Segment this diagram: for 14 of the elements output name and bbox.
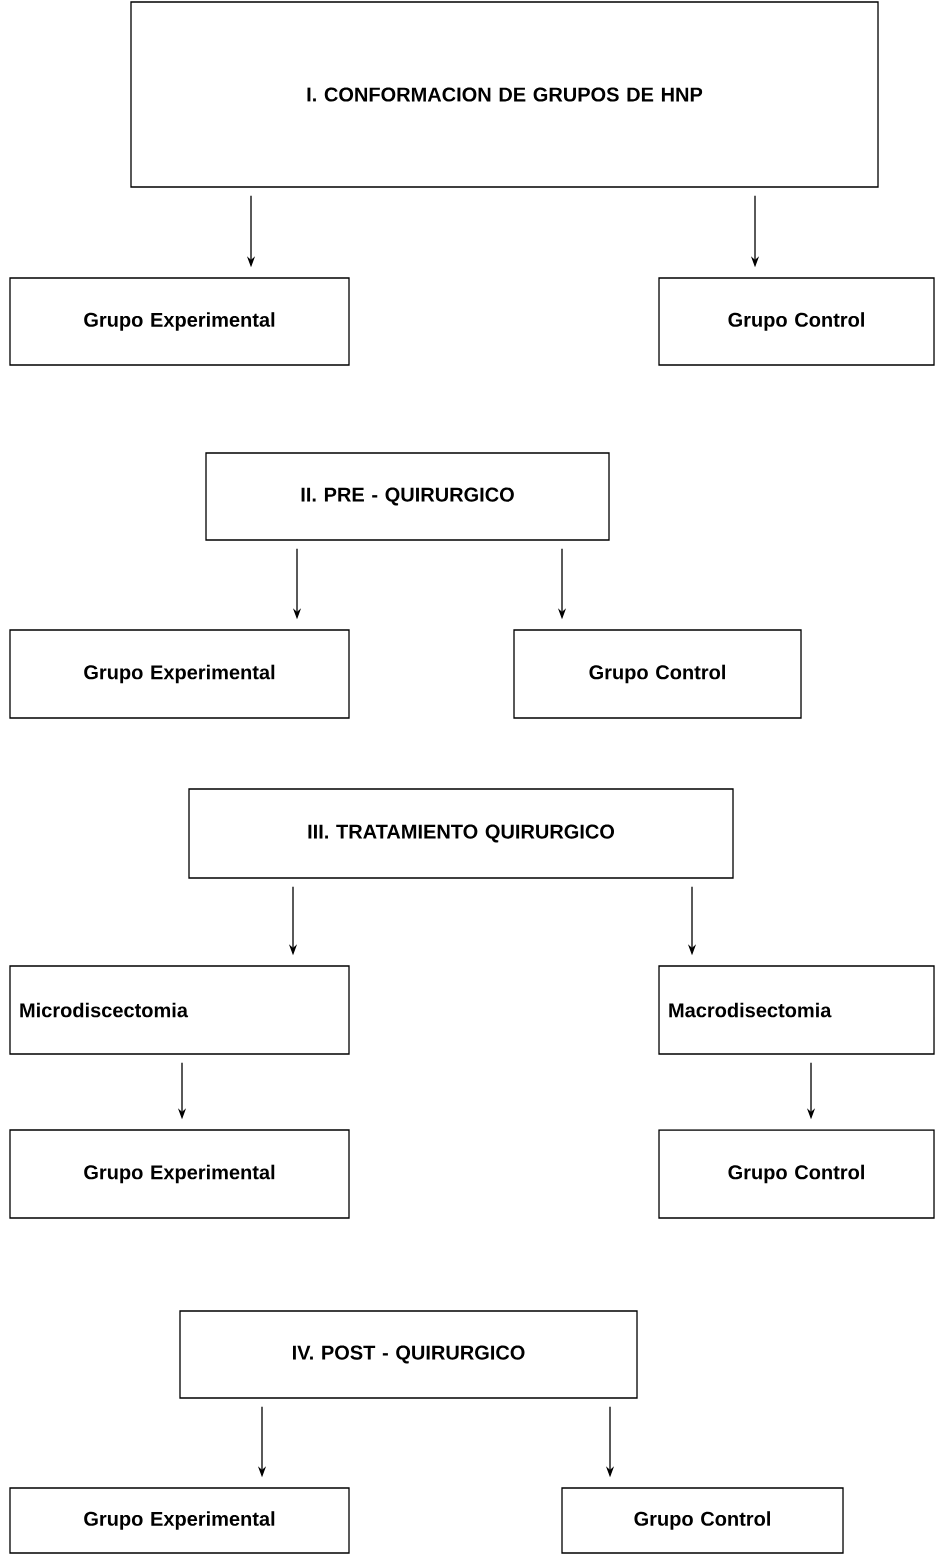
process-box: III. TRATAMIENTO QUIRURGICO [188, 788, 734, 879]
process-box: Grupo Experimental [9, 1129, 350, 1219]
process-box: Grupo Control [561, 1487, 844, 1554]
process-box: II. PRE - QUIRURGICO [205, 452, 610, 541]
process-box: IV. POST - QUIRURGICO [179, 1310, 638, 1399]
process-box: Microdiscectomia [9, 965, 350, 1055]
process-box: Grupo Experimental [9, 277, 350, 366]
process-box: Grupo Experimental [9, 1487, 350, 1554]
process-box: I. CONFORMACION DE GRUPOS DE HNP [130, 1, 879, 188]
process-box: Grupo Control [658, 1129, 935, 1219]
process-box: Grupo Control [513, 629, 802, 719]
process-box: Grupo Control [658, 277, 935, 366]
process-box: Macrodisectomia [658, 965, 935, 1055]
process-box: Grupo Experimental [9, 629, 350, 719]
